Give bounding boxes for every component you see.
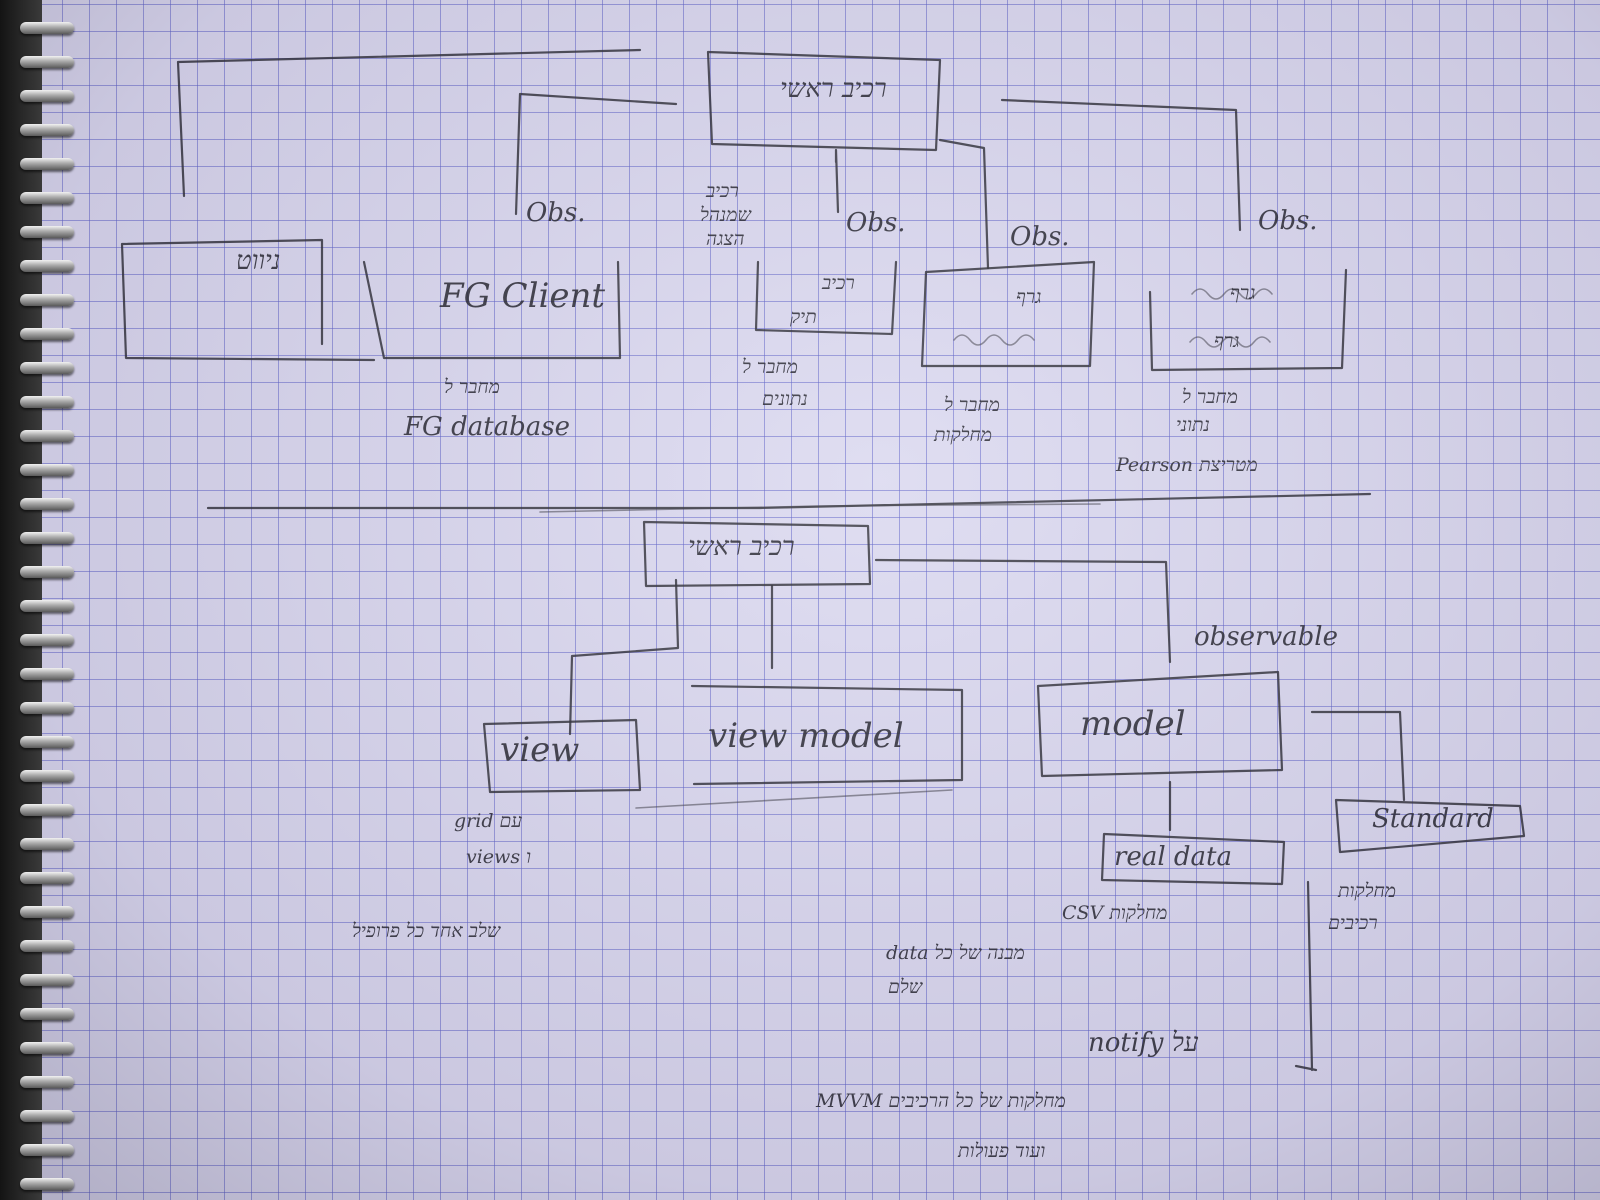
spiral-ring <box>20 158 74 170</box>
top-box-mid-note-2: נתונים <box>762 388 808 410</box>
bottom-model-label: model <box>1080 704 1186 744</box>
top-connector-4 <box>1000 98 1242 232</box>
top-root-box <box>706 50 942 152</box>
top-box-mid-sub: תיק <box>790 306 817 328</box>
top-box-right-label: גרף <box>1230 282 1256 304</box>
spiral-ring <box>20 124 74 136</box>
spiral-ring <box>20 396 74 408</box>
top-connector-1 <box>514 92 678 216</box>
top-connector-3 <box>938 138 990 270</box>
bottom-standard-note-2: רכיבים <box>1328 912 1378 934</box>
top-root-side-note-1: רכיב <box>706 180 739 202</box>
bottom-standard-note-1: מחלקות <box>1338 880 1397 902</box>
spiral-ring <box>20 1144 74 1156</box>
top-connector-2 <box>834 148 840 214</box>
bottom-realdata-note-3: שלם <box>888 976 923 998</box>
spiral-ring <box>20 328 74 340</box>
bottom-connector-model <box>874 558 1172 664</box>
spiral-ring <box>20 872 74 884</box>
top-obs-label-2: Obs. <box>846 208 906 238</box>
bottom-connector-view <box>568 578 680 736</box>
spiral-ring <box>20 464 74 476</box>
top-box-graph-label: גרף <box>1016 286 1042 308</box>
spiral-ring <box>20 1076 74 1088</box>
top-root-side-note-3: הצגה <box>706 228 745 250</box>
spiral-ring <box>20 736 74 748</box>
spiral-ring <box>20 22 74 34</box>
bottom-realdata-note-4: notify על <box>1088 1028 1199 1058</box>
spiral-ring <box>20 940 74 952</box>
spiral-ring <box>20 192 74 204</box>
spiral-ring <box>20 56 74 68</box>
top-box-graph-note-1: מחבר ל <box>944 394 1000 416</box>
top-box-right <box>1148 268 1348 372</box>
top-box-fgclient-note-1: מחבר ל <box>444 376 500 398</box>
top-box-fgclient-label: FG Client <box>440 276 606 316</box>
spiral-ring <box>20 838 74 850</box>
top-box-mid-label: רכיב <box>822 272 855 294</box>
bottom-view-note-1: grid עם <box>454 810 523 832</box>
top-root-label: רכיב ראשי <box>780 74 887 104</box>
bottom-view-note-3: שלב אחד כל פרופיל <box>352 920 501 942</box>
bottom-observable-label: observable <box>1194 622 1338 652</box>
top-box-mid-note-1: מחבר ל <box>742 356 798 378</box>
spiral-ring <box>20 362 74 374</box>
spiral-ring <box>20 906 74 918</box>
bottom-root-box <box>642 520 872 588</box>
spiral-ring <box>20 974 74 986</box>
top-obs-label-4: Obs. <box>1258 206 1318 236</box>
bottom-box-standard <box>1310 710 1526 854</box>
spiral-ring <box>20 804 74 816</box>
bottom-footer-note-1: מחלקות של כל הרכיבים MVVM <box>816 1090 1066 1112</box>
top-box-graph <box>920 260 1096 368</box>
spiral-ring <box>20 1042 74 1054</box>
spiral-ring <box>20 294 74 306</box>
bottom-realdata-label: real data <box>1114 842 1232 872</box>
top-box-right-note-3: Pearson מטריצת <box>1116 454 1258 476</box>
bottom-bracket <box>1294 880 1318 1072</box>
bottom-box-realdata <box>1100 780 1286 886</box>
spiral-ring <box>20 260 74 272</box>
spiral-ring <box>20 668 74 680</box>
top-root-side-note-2: שמנהל <box>700 204 751 226</box>
top-obs-label-3: Obs. <box>1010 222 1070 252</box>
bottom-realdata-note-1: CSV מחלקות <box>1062 902 1168 924</box>
top-box-mid <box>754 260 898 336</box>
bottom-viewmodel-label: view model <box>708 716 904 756</box>
bottom-view-note-2: views ו <box>466 846 531 868</box>
top-box-fgclient <box>362 260 622 360</box>
top-box-right-note-2: נתוני <box>1176 414 1210 436</box>
top-box-nav <box>120 238 376 362</box>
spiral-ring <box>20 1178 74 1190</box>
spiral-ring <box>20 1110 74 1122</box>
spiral-ring <box>20 430 74 442</box>
bottom-root-label: רכיב ראשי <box>688 532 795 562</box>
spiral-ring <box>20 702 74 714</box>
top-box-right-sub: גרף <box>1214 330 1240 352</box>
spiral-ring <box>20 634 74 646</box>
top-left-bracket <box>176 48 642 198</box>
bottom-realdata-note-2: מבנה של כל data <box>886 942 1025 964</box>
top-box-fgclient-note-2: FG database <box>404 412 571 442</box>
spiral-ring <box>20 532 74 544</box>
spiral-ring <box>20 498 74 510</box>
spiral-ring <box>20 770 74 782</box>
bottom-box-viewmodel <box>690 684 964 786</box>
bottom-box-view <box>482 718 642 794</box>
bottom-box-model <box>1036 670 1284 778</box>
bottom-view-label: view <box>500 730 580 770</box>
bottom-standard-label: Standard <box>1372 804 1494 834</box>
spiral-ring <box>20 566 74 578</box>
spiral-ring <box>20 1008 74 1020</box>
top-box-right-note-1: מחבר ל <box>1182 386 1238 408</box>
top-box-graph-note-2: מחלקות <box>934 424 993 446</box>
spiral-ring <box>20 90 74 102</box>
spiral-ring <box>20 600 74 612</box>
top-obs-label-1: Obs. <box>526 198 586 228</box>
bottom-footer-note-2: ועוד פעולות <box>958 1140 1046 1162</box>
top-box-nav-label: ניווט <box>236 246 281 276</box>
spiral-ring <box>20 226 74 238</box>
